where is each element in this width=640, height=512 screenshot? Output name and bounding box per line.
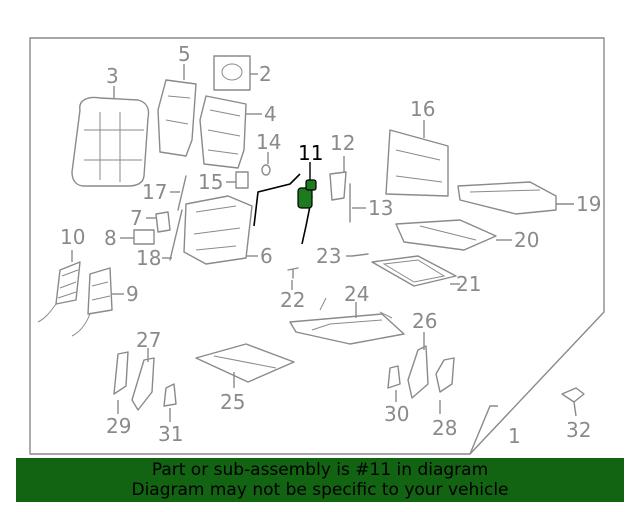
callout-26: 26	[412, 309, 437, 333]
callout-31: 31	[158, 422, 183, 446]
part-21-tray	[371, 255, 457, 287]
callout-20: 20	[514, 228, 539, 252]
banner-line-1: Part or sub-assembly is #11 in diagram	[151, 460, 489, 480]
callout-14: 14	[256, 130, 281, 154]
part-20-cushion-pad	[395, 219, 497, 251]
part-14-ring	[261, 164, 271, 176]
callout-12: 12	[330, 131, 355, 155]
part-17-rod	[177, 175, 187, 211]
part-24-frame	[289, 297, 405, 345]
callout-9: 9	[126, 282, 139, 306]
part-2-bracket	[213, 55, 251, 91]
callout-6: 6	[260, 244, 273, 268]
leader-lines	[71, 64, 577, 455]
callout-11: 11	[298, 141, 323, 165]
callout-1: 1	[508, 424, 521, 448]
callout-23: 23	[316, 244, 341, 268]
callout-4: 4	[264, 102, 277, 126]
part-5-back-panel	[157, 79, 197, 157]
part-31-cover	[163, 383, 177, 407]
part-18-rod	[169, 209, 183, 261]
part-10-heater-pad	[37, 261, 81, 323]
callout-29: 29	[106, 414, 131, 438]
callout-3: 3	[106, 64, 119, 88]
callout-32: 32	[566, 418, 591, 442]
part-8-switch	[133, 229, 155, 245]
part-7-hinge	[155, 211, 171, 233]
callout-10: 10	[60, 225, 85, 249]
callout-21: 21	[456, 272, 481, 296]
callout-16: 16	[410, 97, 435, 121]
callout-13: 13	[368, 196, 393, 220]
callout-19: 19	[576, 192, 601, 216]
part-23-pin	[351, 253, 369, 257]
callout-25: 25	[220, 390, 245, 414]
callout-24: 24	[344, 282, 369, 306]
callout-2: 2	[259, 62, 272, 86]
part-6-seat-frame	[183, 195, 253, 265]
callout-27: 27	[136, 328, 161, 352]
diagram-frame	[29, 37, 605, 455]
callout-8: 8	[104, 226, 117, 250]
part-27-trim	[131, 357, 155, 411]
part-19-cushion	[457, 181, 557, 215]
part-25-base	[195, 343, 295, 383]
callout-22: 22	[280, 288, 305, 312]
callout-18: 18	[136, 246, 161, 270]
callout-5: 5	[178, 42, 191, 66]
part-32-clip	[561, 387, 585, 403]
callout-15: 15	[198, 170, 223, 194]
part-22-bolt	[287, 267, 299, 279]
part-29-trim	[113, 351, 129, 395]
part-9-heater	[71, 267, 113, 337]
callout-28: 28	[432, 416, 457, 440]
callout-17: 17	[142, 180, 167, 204]
part-4-back-frame	[199, 95, 247, 169]
part-15-clip	[235, 171, 249, 189]
part-3-seatback-frame	[71, 96, 150, 187]
part-28-trim	[435, 357, 455, 393]
callout-30: 30	[384, 402, 409, 426]
part-11-wiring-harness	[253, 173, 317, 245]
callout-7: 7	[130, 206, 143, 230]
part-30-cover	[387, 365, 401, 389]
part-26-trim	[407, 345, 429, 399]
info-banner: Part or sub-assembly is #11 in diagram D…	[16, 458, 624, 502]
part-12-latch	[329, 171, 347, 201]
banner-line-2: Diagram may not be specific to your vehi…	[131, 480, 509, 500]
part-16-back-panel	[385, 129, 449, 197]
